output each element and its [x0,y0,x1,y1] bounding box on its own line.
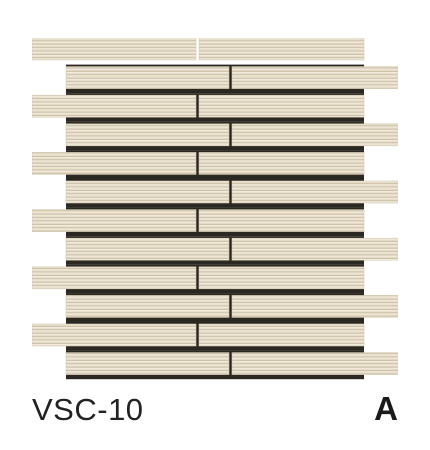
stone-strip [32,94,197,118]
stone-strip [231,352,398,375]
stone-strip [231,66,398,89]
stone-strip [32,38,197,61]
stone-strip [231,123,398,147]
stone-strip [65,237,230,261]
stone-strip [32,209,197,232]
stone-strip [65,123,230,147]
stone-strip [198,266,365,290]
stone-strip [32,323,197,347]
product-code: VSC-10 [32,392,144,427]
stone-strip [65,66,230,89]
stone-strip [32,266,197,290]
stone-strip [198,94,365,118]
stone-strip [231,180,398,204]
stone-strip [231,295,398,318]
stone-strip [65,180,230,204]
stone-strip [198,38,365,61]
stone-strip [231,237,398,261]
mosaic-tile-image [32,38,398,380]
stone-strip [198,152,365,175]
stone-strip [65,295,230,318]
stone-strip [198,209,365,232]
mosaic-tile-sheet [32,38,398,382]
stone-strip [198,323,365,347]
stone-strip [65,352,230,375]
product-grade: A [374,390,398,427]
stone-strip [32,152,197,175]
